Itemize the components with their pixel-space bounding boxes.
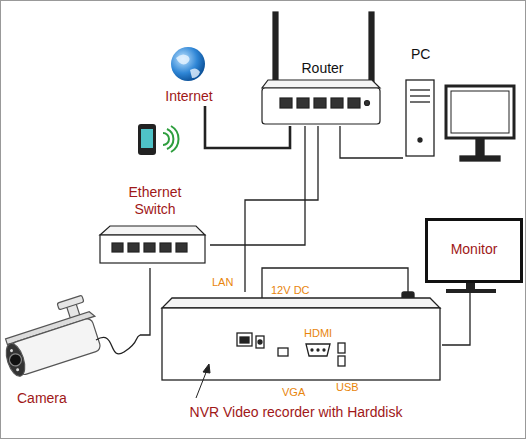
cable-line bbox=[210, 126, 305, 245]
network-cable bbox=[245, 126, 318, 292]
node-label: PC bbox=[411, 46, 430, 63]
internet-node: Internet bbox=[158, 44, 220, 106]
node-label: Ethernet Switch bbox=[115, 184, 195, 218]
network-cable bbox=[140, 268, 150, 335]
port-label: VGA bbox=[282, 386, 305, 399]
nvr-drawing bbox=[162, 298, 440, 380]
node-label: Monitor bbox=[428, 241, 520, 258]
router-node: Router bbox=[255, 8, 390, 126]
node-label: NVR Video recorder with Harddisk bbox=[150, 404, 442, 421]
network-cable bbox=[340, 126, 403, 158]
port-label: LAN bbox=[212, 276, 233, 289]
cable-line bbox=[245, 126, 318, 292]
monitor-node: Monitor bbox=[425, 218, 523, 283]
cable-line bbox=[340, 126, 403, 158]
network-cable bbox=[205, 106, 290, 148]
switch-drawing bbox=[100, 226, 205, 263]
camera-node: Camera bbox=[5, 292, 140, 410]
power-wire bbox=[262, 268, 408, 300]
cable-line bbox=[442, 283, 470, 345]
node-label: Internet bbox=[158, 88, 220, 105]
port-label: HDMI bbox=[304, 327, 332, 340]
node-label: Router bbox=[255, 60, 390, 77]
network-cable bbox=[442, 283, 470, 345]
pc-node: PC bbox=[403, 42, 522, 165]
camera-drawing bbox=[0, 293, 105, 378]
switch-node: Ethernet Switch bbox=[95, 182, 210, 268]
pc-drawing bbox=[406, 80, 514, 161]
power-label: 12V DC bbox=[271, 284, 310, 297]
nvr-node: NVR Video recorder with Harddisk bbox=[150, 292, 442, 426]
cable-line bbox=[140, 268, 150, 335]
port-label: USB bbox=[336, 381, 359, 394]
phone-icon bbox=[138, 124, 179, 155]
node-label: Camera bbox=[17, 390, 67, 407]
globe-icon bbox=[171, 47, 205, 81]
cable-line bbox=[205, 106, 290, 148]
leader-arrow bbox=[196, 364, 210, 398]
camera-cable bbox=[96, 335, 140, 354]
network-cable bbox=[210, 126, 305, 245]
monitor-stand bbox=[446, 283, 496, 293]
